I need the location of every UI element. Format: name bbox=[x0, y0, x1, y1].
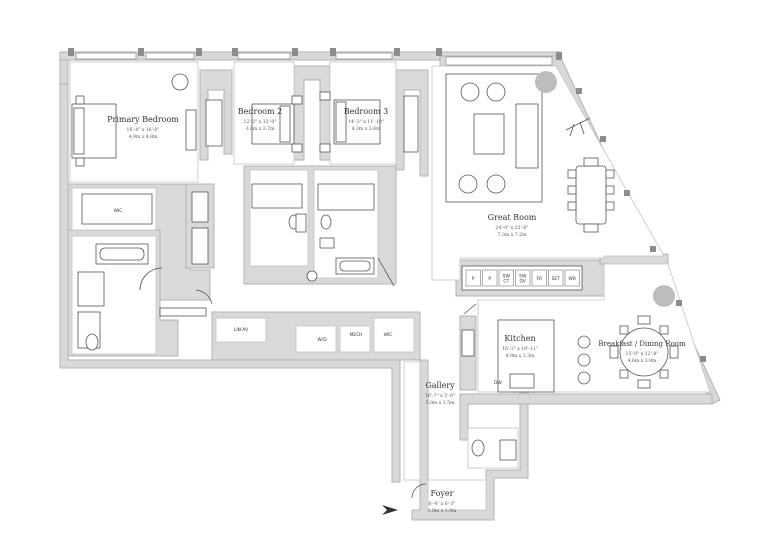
mech-closet bbox=[339, 325, 371, 353]
storage-cabinet bbox=[482, 269, 498, 287]
entry-arrow-icon bbox=[382, 505, 398, 515]
bedroom2-name: Bedroom 2 bbox=[238, 107, 282, 116]
bed-2 bbox=[251, 103, 295, 145]
foyer-dim-imperial: 6'-4" x 6'-3" bbox=[428, 501, 455, 507]
primary-bedroom-dim-metric: 4.9m x 4.8m bbox=[129, 134, 158, 140]
breakfast-dim-metric: 4.6m x 3.9m bbox=[628, 358, 657, 364]
storage-tag: SW bbox=[503, 274, 511, 280]
coffee-table bbox=[473, 113, 505, 155]
great-room-name: Great Room bbox=[488, 213, 537, 222]
breakfast-table bbox=[619, 327, 669, 377]
room-labels: Primary Bedroom 16'-4" x 16'-0" 4.9m x 4… bbox=[107, 107, 686, 514]
storage-cabinet bbox=[515, 269, 531, 287]
great-room-dim-imperial: 24'-0" x 23'-8" bbox=[496, 225, 529, 231]
wic-tag: WIC bbox=[114, 208, 123, 214]
storage-tag: WR bbox=[569, 276, 576, 282]
bedroom2-dim-metric: 3.0m x 3.7m bbox=[246, 126, 275, 132]
closet-tags: WIC LIN AV W/D MECH WIC DW bbox=[114, 208, 503, 386]
columns bbox=[68, 48, 706, 362]
wd-tag: W/D bbox=[317, 337, 327, 343]
bed-primary bbox=[71, 103, 117, 159]
foyer-dim-metric: 1.9m x 1.9m bbox=[428, 508, 457, 514]
storage-cabinet bbox=[498, 269, 514, 287]
kitchen-name: Kitchen bbox=[504, 334, 535, 343]
bed-3 bbox=[333, 99, 381, 145]
wd-closet bbox=[295, 325, 337, 353]
lin-av-closet bbox=[215, 317, 267, 343]
storage-tag: P bbox=[488, 276, 491, 282]
breakfast-dim-imperial: 15'-0" x 12'-8" bbox=[626, 351, 659, 357]
primary-bedroom-dim-imperial: 16'-4" x 16'-0" bbox=[127, 127, 160, 133]
lin-av-tag: LIN AV bbox=[234, 327, 248, 333]
gallery-dim-metric: 5.0m x 1.5m bbox=[426, 400, 455, 406]
gallery-name: Gallery bbox=[425, 381, 455, 390]
kitchen-dim-metric: 4.9m x 3.3m bbox=[506, 353, 535, 359]
storage-cabinet bbox=[465, 269, 481, 287]
gallery-dim-imperial: 16'-7" x 5'-0" bbox=[425, 393, 455, 399]
windows bbox=[75, 52, 553, 66]
storage-tag: OV bbox=[520, 279, 526, 285]
sofa bbox=[515, 103, 539, 169]
bedroom3-dim-imperial: 14'-3" x 11'-10" bbox=[348, 119, 384, 125]
bedroom3-name: Bedroom 3 bbox=[344, 107, 388, 116]
storage-tag: P bbox=[472, 276, 475, 282]
foyer-floor bbox=[427, 479, 487, 511]
dining-table bbox=[575, 165, 607, 225]
range bbox=[461, 329, 475, 357]
wc-closet bbox=[373, 317, 415, 353]
storage-cabinet bbox=[531, 269, 547, 287]
wc-tag: WIC bbox=[384, 332, 393, 338]
foyer-name: Foyer bbox=[430, 489, 453, 498]
breakfast-name: Breakfast / Dining Room bbox=[598, 340, 686, 348]
storage-cabinet bbox=[548, 269, 564, 287]
storage-tag: CT bbox=[503, 279, 509, 285]
gallery-floor bbox=[403, 361, 421, 481]
bedroom2-dim-imperial: 12'-2" x 12'-0" bbox=[244, 119, 277, 125]
bedroom3-dim-metric: 4.3m x 3.6m bbox=[352, 126, 381, 132]
primary-bedroom-name: Primary Bedroom bbox=[107, 115, 179, 124]
dw-tag: DW bbox=[494, 380, 502, 386]
kitchen-dim-imperial: 16'-3" x 10'-11" bbox=[502, 346, 538, 352]
great-room-dim-metric: 7.3m x 7.2m bbox=[498, 232, 527, 238]
storage-tag: SET bbox=[552, 276, 561, 282]
storage-tag: SW bbox=[519, 274, 527, 280]
mech-tag: MECH bbox=[350, 332, 363, 338]
storage-cabinet bbox=[564, 269, 580, 287]
storage-tag: FR bbox=[536, 276, 542, 282]
